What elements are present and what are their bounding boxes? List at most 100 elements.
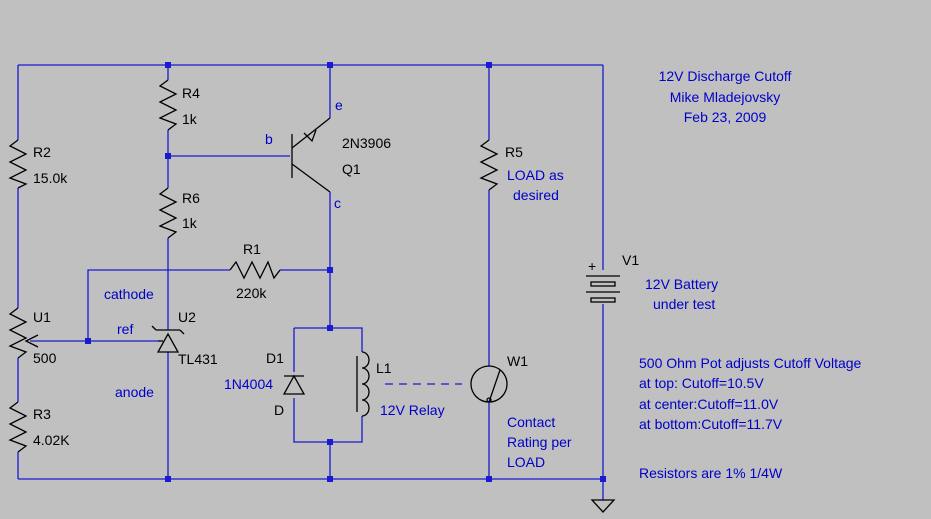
ref-label-U2: U2 <box>178 309 196 325</box>
junction-dot <box>165 476 171 482</box>
author-line: Mike Mladejovsky <box>670 89 780 105</box>
notes-block: 500 Ohm Pot adjusts Cutoff Voltage at to… <box>639 355 862 481</box>
junction-dot <box>165 153 171 159</box>
relay-contact-W1 <box>470 365 508 403</box>
value-label-U1: 500 <box>33 350 57 366</box>
ref-label-R2: R2 <box>33 144 51 160</box>
ground-symbol-icon <box>590 499 616 513</box>
junction-dot <box>486 62 492 68</box>
pin-label-anode: anode <box>115 384 154 400</box>
resistor-R4 <box>158 79 178 131</box>
potentiometer-U1 <box>8 307 39 359</box>
pin-label-diode: D <box>274 402 284 418</box>
resistor-R1 <box>229 260 281 280</box>
resistor-symbol <box>158 79 178 131</box>
value-label-R3: 4.02K <box>33 432 70 448</box>
note-line: at bottom:Cutoff=11.7V <box>639 416 783 432</box>
resistor-R3 <box>8 401 28 453</box>
battery-plate-short <box>590 297 616 303</box>
junctions <box>85 62 606 482</box>
value-label-W1-line2: Rating per <box>507 434 572 450</box>
value-label-Q1: 2N3906 <box>342 135 391 151</box>
value-label-D1: 1N4004 <box>224 376 273 392</box>
note-line: Resistors are 1% 1/4W <box>639 465 783 481</box>
junction-dot <box>165 62 171 68</box>
value-label-R4: 1k <box>182 111 198 127</box>
contact-switch-circle <box>470 365 508 403</box>
note-line: 500 Ohm Pot adjusts Cutoff Voltage <box>639 355 862 371</box>
resistor-symbol <box>479 139 499 191</box>
note-line: at center:Cutoff=11.0V <box>639 396 779 412</box>
value-label-R5-line2: desired <box>513 187 559 203</box>
value-label-V1-line1: 12V Battery <box>645 276 718 292</box>
transistor-Q1 <box>291 117 331 193</box>
resistor-R2 <box>8 139 28 189</box>
value-label-U2: TL431 <box>178 351 218 367</box>
diode-D1 <box>282 374 306 395</box>
ref-label-R6: R6 <box>182 190 200 206</box>
diode-bottom-wire <box>293 398 363 443</box>
value-label-V1-line2: under test <box>653 296 715 312</box>
junction-dot <box>486 476 492 482</box>
ref-feedback-wire <box>87 269 230 341</box>
shunt-regulator-symbol <box>156 332 180 353</box>
value-label-W1-line3: LOAD <box>507 454 545 470</box>
regulator-bar-tick <box>151 325 157 331</box>
resistor-symbol <box>158 187 178 239</box>
value-label-R1: 220k <box>236 285 267 301</box>
regulator-U2 <box>151 325 185 353</box>
transistor-emitter-leg <box>291 117 331 149</box>
junction-dot <box>327 62 333 68</box>
pin-label-collector: c <box>334 195 341 211</box>
title-line: 12V Discharge Cutoff <box>659 68 792 84</box>
junction-dot <box>600 476 606 482</box>
wires <box>17 64 604 500</box>
ref-label-U1: U1 <box>33 309 51 325</box>
ref-label-R1: R1 <box>243 241 261 257</box>
pin-label-emitter: e <box>335 97 343 113</box>
battery-V1 <box>586 275 620 303</box>
ref-label-Q1: Q1 <box>342 161 361 177</box>
pot-wiper-arrow <box>24 334 39 348</box>
pin-label-ref: ref <box>117 321 133 337</box>
resistor-symbol <box>229 260 281 280</box>
pin-label-base: b <box>265 131 273 147</box>
junction-dot <box>327 439 333 445</box>
coil-symbol <box>361 351 370 417</box>
value-label-R6: 1k <box>182 215 198 231</box>
junction-dot <box>85 338 91 344</box>
transistor-collector-leg <box>291 163 331 193</box>
contact-pivot <box>486 397 492 403</box>
value-label-R5-line1: LOAD as <box>507 167 564 183</box>
contact-switch-blade <box>488 369 501 403</box>
battery-plus-sign: + <box>588 258 596 274</box>
title-block: 12V Discharge Cutoff Mike Mladejovsky Fe… <box>659 68 792 125</box>
ground-triangle <box>590 499 616 513</box>
ref-label-R3: R3 <box>33 406 51 422</box>
battery-plate-short <box>590 281 616 287</box>
pin-label-cathode: cathode <box>104 286 154 302</box>
labels: R2 15.0k U1 500 R3 4.02K R4 1k R6 1k R1 … <box>33 85 718 470</box>
date-line: Feb 23, 2009 <box>684 109 767 125</box>
resistor-symbol <box>8 401 28 453</box>
value-label-W1-line1: Contact <box>507 414 555 430</box>
ref-label-D1: D1 <box>266 350 284 366</box>
junction-dot <box>327 325 333 331</box>
relay-coil-L1 <box>356 351 370 417</box>
relay-top-wire <box>294 327 363 352</box>
emitter-arrow-icon <box>303 129 317 143</box>
ref-label-R5: R5 <box>505 144 523 160</box>
ref-label-W1: W1 <box>507 353 528 369</box>
note-line: at top: Cutoff=10.5V <box>639 375 764 391</box>
ref-label-L1: L1 <box>376 360 392 376</box>
resistor-R6 <box>158 187 178 239</box>
pot-resistor-symbol <box>8 307 28 359</box>
resistor-symbol <box>8 139 28 189</box>
ref-label-R4: R4 <box>182 85 200 101</box>
ref-label-V1: V1 <box>622 252 639 268</box>
diode-symbol <box>282 374 306 395</box>
junction-dot <box>327 476 333 482</box>
resistor-R5 <box>479 139 499 191</box>
value-label-R2: 15.0k <box>33 170 68 186</box>
